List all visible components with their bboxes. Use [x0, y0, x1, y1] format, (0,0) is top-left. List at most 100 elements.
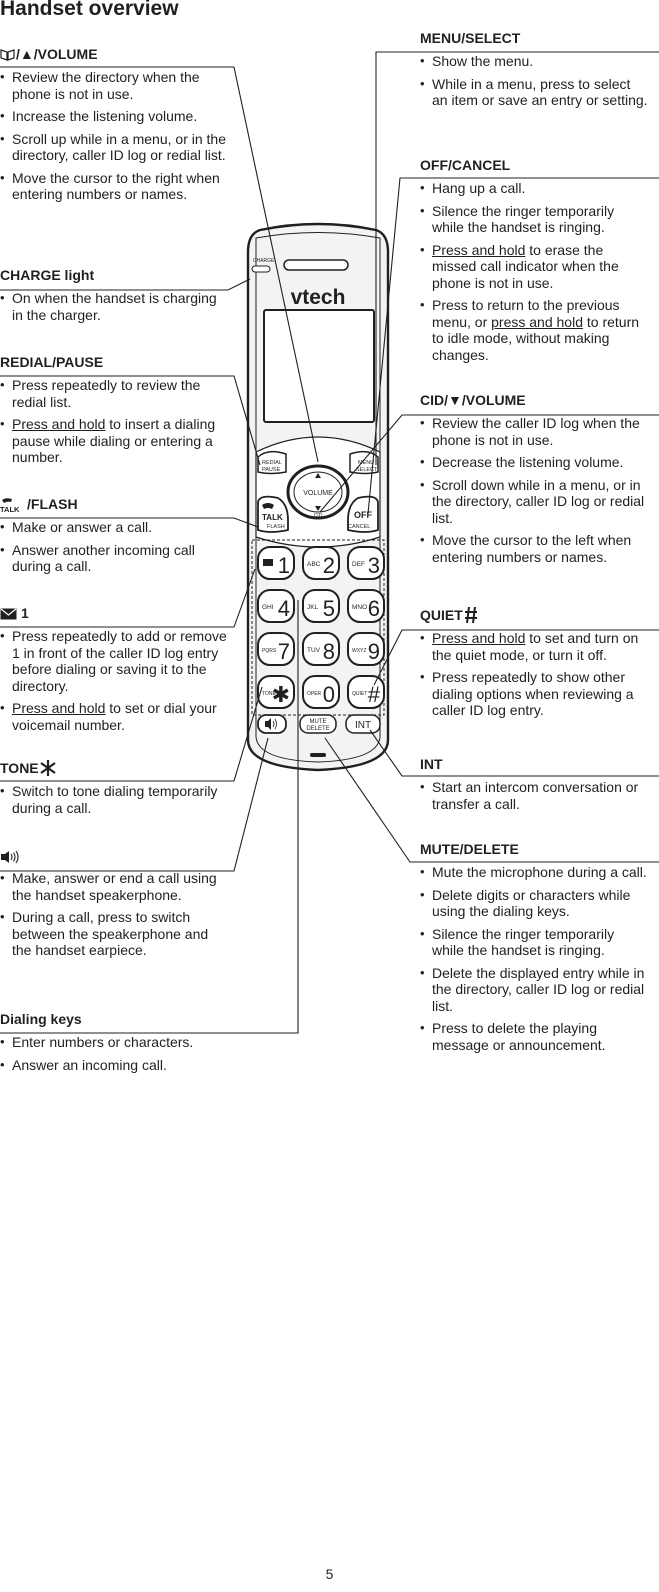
section-quiet: QUIET Press and hold to set and turn on …	[420, 606, 652, 725]
key-tone[interactable]: TONE✱	[257, 675, 295, 709]
brand-logo: vtech	[291, 286, 346, 309]
press-and-hold-link: Press and hold	[432, 630, 526, 646]
earpiece-slot	[283, 259, 349, 271]
section-heading: 1	[0, 605, 228, 622]
key-digit-1[interactable]: 1	[257, 546, 295, 580]
key-letters: QUIET	[352, 691, 367, 697]
leader-speakerphone	[0, 737, 269, 872]
leader-menu-select	[375, 51, 659, 465]
section-heading: Dialing keys	[0, 1011, 82, 1027]
talk-icon: TALK	[0, 497, 26, 513]
bullet-text: to erase the missed call indicator when …	[432, 241, 619, 291]
leader-quiet	[373, 629, 659, 686]
redial-pause-key[interactable]: REDIAL PAUSE	[257, 450, 287, 475]
bullet: Make, answer or end a call using the han…	[0, 870, 228, 903]
section-heading: TALK /FLASH	[0, 496, 228, 513]
charge-label: CHARGE	[253, 258, 275, 264]
bullet: Increase the listening volume.	[0, 108, 228, 125]
bullet: Press and hold to set or dial your voice…	[0, 700, 228, 733]
section-charge-light: CHARGE light On when the handset is char…	[0, 267, 228, 329]
redial-label: REDIAL	[262, 460, 282, 466]
bullet: Hang up a call.	[420, 180, 648, 197]
bullet: Decrease the listening volume.	[420, 454, 648, 471]
section-talk-flash: TALK /FLASH Make or answer a call. Answe…	[0, 496, 228, 581]
bullet: Silence the ringer temporarily while the…	[420, 926, 648, 959]
key-letters: ABC	[307, 561, 321, 568]
section-off-cancel: OFF/CANCEL Hang up a call. Silence the r…	[420, 157, 648, 369]
bullet-text: Press to return to the previous menu, or	[432, 297, 620, 330]
bullet: Press to delete the playing message or a…	[420, 1020, 648, 1053]
bullet-text: to set and turn on the quiet mode, or tu…	[432, 630, 639, 663]
section-menu-select: MENU/SELECT Show the menu. While in a me…	[420, 30, 648, 115]
flash-label: FLASH	[267, 524, 285, 530]
heading-text: QUIET	[420, 606, 463, 623]
bullet: Move the cursor to the left when enterin…	[420, 532, 648, 565]
speakerphone-key[interactable]	[257, 714, 287, 734]
bullet: During a call, press to switch between t…	[0, 909, 228, 959]
int-key[interactable]: INT	[345, 714, 381, 734]
mute-delete-key[interactable]: MUTE DELETE	[299, 714, 337, 734]
bullet: Press repeatedly to show other dialing o…	[420, 669, 652, 719]
tone-star-icon	[40, 759, 56, 777]
section-int: INT Start an intercom conversation or tr…	[420, 756, 648, 818]
key-letters: TONE	[262, 691, 276, 697]
bullet: Show the menu.	[420, 53, 648, 70]
section-cid-volume: CID/▼/VOLUME Review the caller ID log wh…	[420, 392, 648, 571]
menu-label: MENU	[358, 460, 374, 466]
talk-flash-key[interactable]: TALK FLASH	[257, 495, 289, 533]
bullet: Scroll up while in a menu, or in the dir…	[0, 131, 228, 164]
leader-int	[369, 729, 659, 777]
volume-navigation-ring[interactable]: VOLUME CID	[286, 464, 350, 520]
bullet: Answer another incoming call during a ca…	[0, 542, 228, 575]
delete-label: DELETE	[306, 726, 329, 732]
bullet: Press to return to the previous menu, or…	[420, 297, 648, 363]
bullet: Review the directory when the phone is n…	[0, 69, 228, 102]
section-heading: MUTE/DELETE	[420, 841, 519, 857]
leader-tone	[0, 686, 263, 782]
bullet: Press and hold to set and turn on the qu…	[420, 630, 652, 663]
key-digit: 2	[323, 553, 335, 578]
key-digit: 9	[368, 639, 380, 664]
section-mute-delete: MUTE/DELETE Mute the microphone during a…	[420, 841, 648, 1059]
bullet: Answer an incoming call.	[0, 1057, 228, 1074]
section-heading: MENU/SELECT	[420, 30, 521, 46]
section-redial-pause: REDIAL/PAUSE Press repeatedly to review …	[0, 354, 228, 472]
bullet: Delete digits or characters while using …	[420, 887, 648, 920]
hash-icon	[464, 606, 478, 624]
bullet: While in a menu, press to select an item…	[420, 76, 648, 109]
key-letters: DEF	[352, 561, 365, 568]
section-heading: INT	[420, 756, 443, 772]
bullet: Make or answer a call.	[0, 519, 228, 536]
cancel-label: CANCEL	[348, 524, 370, 530]
leader-talk-flash	[0, 517, 259, 528]
press-and-hold-link: Press and hold	[432, 241, 526, 258]
key-digit: 4	[278, 596, 290, 621]
charge-light	[251, 265, 271, 273]
leader-off-cancel	[367, 177, 659, 515]
leader-up-volume	[0, 66, 319, 463]
off-cancel-key[interactable]: OFF CANCEL	[347, 495, 379, 533]
bullet-text: to return to idle mode, without making c…	[432, 313, 640, 363]
bullet: Delete the displayed entry while in the …	[420, 965, 648, 1015]
cid-label: CID	[314, 513, 323, 519]
handset-illustration: CHARGE vtech REDIAL PAUSE MENU SELECT VO…	[246, 222, 390, 772]
pause-label: PAUSE	[262, 467, 281, 473]
press-and-hold-link: press and hold	[491, 313, 583, 330]
key-letters: PQRS	[262, 648, 277, 654]
key-letters: GHI	[262, 604, 274, 611]
bullet: Press and hold to erase the missed call …	[420, 242, 648, 292]
key-digit: 1	[278, 553, 290, 578]
bullet: Press repeatedly to add or remove 1 in f…	[0, 628, 228, 694]
talk-label: TALK	[262, 513, 283, 522]
key-ghi[interactable]: GHI 4	[257, 589, 295, 623]
key-digit: #	[368, 682, 381, 707]
key-letters: TUV	[307, 647, 321, 654]
